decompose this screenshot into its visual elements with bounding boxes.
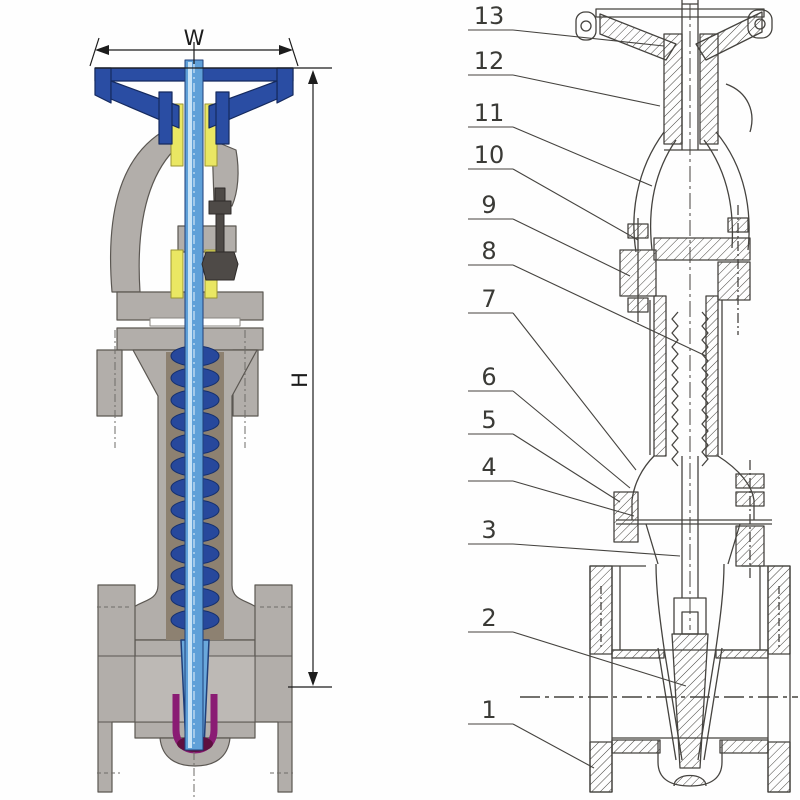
handwheel [94, 67, 294, 145]
rf-body [589, 563, 791, 793]
part-callout-6: 6 [468, 363, 631, 489]
valve-stem [184, 59, 204, 751]
left-figure-colored-section: W H [89, 26, 332, 800]
part-callout-13: 13 [468, 2, 665, 47]
width-label: W [184, 26, 205, 50]
part-callout-4: 4 [468, 453, 635, 517]
part-number-3: 3 [481, 516, 496, 544]
right-figure-line-drawing: 13 12 11 10 9 8 [468, 0, 798, 793]
part-number-1: 1 [481, 696, 496, 724]
part-callout-11: 11 [468, 99, 653, 187]
part-callout-2: 2 [468, 604, 687, 687]
gland-eyebolt [201, 187, 239, 281]
part-number-5: 5 [481, 406, 496, 434]
part-callout-1: 1 [468, 696, 595, 769]
rf-centerlines [520, 4, 798, 698]
part-number-4: 4 [481, 453, 496, 481]
rf-stuffing-box [649, 295, 723, 467]
part-callout-9: 9 [468, 191, 631, 277]
part-callout-7: 7 [468, 285, 637, 471]
part-number-8: 8 [481, 237, 496, 265]
rf-bonnet [613, 455, 772, 580]
height-dimension: H [288, 70, 332, 688]
part-number-9: 9 [481, 191, 496, 219]
rf-gland-flange [619, 205, 751, 335]
rf-thread-left [671, 311, 679, 467]
height-label: H [288, 372, 312, 388]
part-callouts: 13 12 11 10 9 8 [468, 2, 707, 769]
part-number-10: 10 [474, 141, 505, 169]
rf-thread-right [701, 311, 709, 467]
rf-stem-and-wedge [657, 456, 723, 769]
rf-handwheel [575, 0, 773, 151]
width-dimension: W [89, 26, 332, 69]
part-number-6: 6 [481, 363, 496, 391]
part-callout-12: 12 [468, 47, 661, 107]
part-callout-8: 8 [468, 237, 707, 357]
rf-yoke-arms [633, 83, 753, 253]
left-centerlines [97, 330, 293, 800]
part-number-12: 12 [474, 47, 505, 75]
part-callout-5: 5 [468, 406, 621, 503]
part-callout-10: 10 [468, 141, 639, 241]
part-number-2: 2 [481, 604, 496, 632]
part-number-13: 13 [474, 2, 505, 30]
part-callout-3: 3 [468, 516, 681, 557]
part-number-11: 11 [474, 99, 505, 127]
part-number-7: 7 [481, 285, 496, 313]
